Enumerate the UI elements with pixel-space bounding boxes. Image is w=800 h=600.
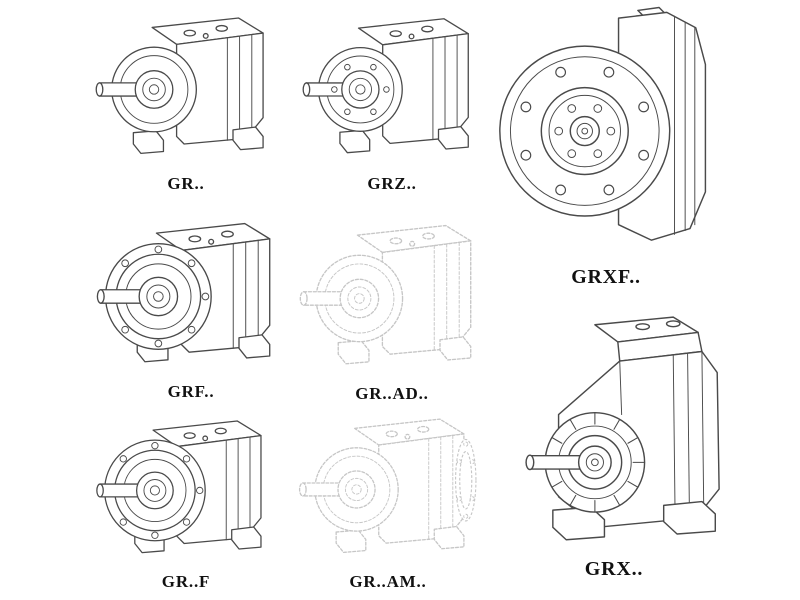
gr-am-gearbox-drawing	[295, 408, 481, 570]
figure-gr: GR..	[88, 6, 284, 194]
grz-gearbox-drawing	[299, 6, 485, 172]
label-gr: GR..	[167, 174, 205, 193]
grf-gearbox-drawing	[93, 212, 289, 380]
label-grx: GRX..	[584, 558, 644, 580]
gr-gearbox-drawing	[92, 6, 280, 172]
label-gr-am: GR..AM..	[349, 572, 427, 591]
label-grf: GRF..	[167, 382, 215, 401]
figure-gr-ad: GR..AD..	[290, 214, 494, 404]
label-gr-f: GR..F	[161, 572, 211, 591]
label-grz: GRZ..	[367, 174, 417, 193]
figure-gr-f: GR..F	[88, 410, 284, 592]
figure-grxf: GRXF..	[492, 2, 720, 289]
figure-gr-am: GR..AM..	[290, 408, 486, 592]
figure-grx: GRX..	[494, 298, 734, 581]
figure-grz: GRZ..	[296, 6, 488, 194]
label-grxf: GRXF..	[571, 266, 641, 288]
grxf-gearbox-drawing	[495, 2, 717, 264]
label-gr-ad: GR..AD..	[355, 384, 429, 403]
gr-ad-gearbox-drawing	[294, 214, 490, 382]
figure-grf: GRF..	[88, 212, 294, 402]
gr-f-gearbox-drawing	[93, 410, 279, 570]
grx-gearbox-drawing	[497, 298, 731, 556]
